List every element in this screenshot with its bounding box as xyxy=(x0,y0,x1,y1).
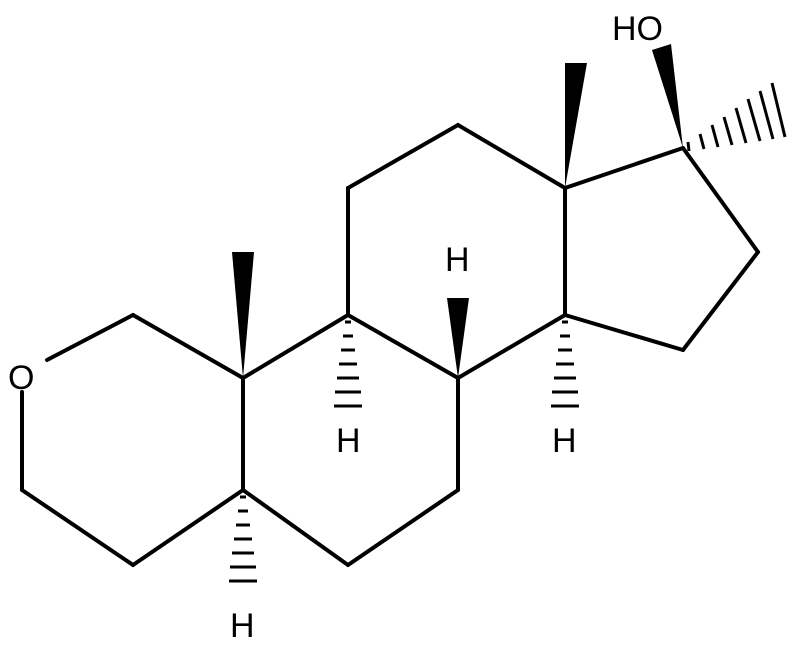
bond-c6-c5 xyxy=(241,488,350,567)
bond-c13-c17 xyxy=(563,146,685,190)
hydroxyl-label: HO xyxy=(612,10,663,48)
wedge-c17-oh xyxy=(652,44,683,148)
bond-c4-c5 xyxy=(131,488,245,567)
bond-c16-c15 xyxy=(681,250,760,352)
wedge-c8-h xyxy=(447,298,469,378)
bond-c3-c4 xyxy=(20,488,135,567)
ring-oxygen-label: O xyxy=(8,359,34,397)
bond-c7-c6 xyxy=(346,488,460,567)
hash-bonds xyxy=(229,82,787,583)
hydrogen-c8-label: H xyxy=(445,241,470,279)
bond-c1-o xyxy=(45,313,135,362)
hash-c5-h xyxy=(229,495,257,583)
wedge-bonds xyxy=(232,44,683,378)
wedge-c10-methyl xyxy=(232,252,254,378)
hydrogen-c14-label: H xyxy=(552,422,577,460)
hydrogen-c5-label: H xyxy=(230,607,255,645)
bond-c14-c8 xyxy=(456,313,567,380)
wedge-c13-methyl xyxy=(565,63,587,188)
bonds xyxy=(20,123,760,567)
hash-c17-methyl xyxy=(686,82,787,152)
bond-c10-c9 xyxy=(241,313,350,380)
hash-c9-h xyxy=(334,320,362,408)
bond-c10-c1 xyxy=(131,313,245,380)
bond-c11-c12 xyxy=(346,123,460,190)
bond-c17-c16 xyxy=(681,146,760,254)
bond-c12-c13 xyxy=(456,123,567,190)
bond-c15-c14 xyxy=(563,313,685,352)
hydrogen-c9-label: H xyxy=(336,422,361,460)
hash-c14-h xyxy=(551,320,579,408)
bond-c8-c9 xyxy=(346,313,460,380)
